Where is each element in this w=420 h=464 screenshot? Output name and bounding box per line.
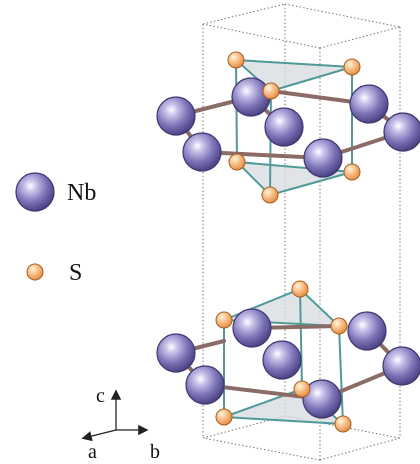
bottom-prism-edge	[338, 325, 344, 425]
s-atom	[330, 317, 348, 335]
axis-a-label: a	[88, 441, 97, 463]
cell-edge	[202, 437, 321, 461]
s-atom	[343, 163, 361, 181]
s-atom	[227, 51, 245, 69]
nb-atom	[264, 107, 304, 147]
axis-a-arrow	[81, 429, 117, 442]
cell-edge	[202, 3, 286, 25]
nb-atom	[231, 77, 271, 117]
top-prism-edge	[269, 171, 353, 196]
legend-s-icon	[26, 263, 44, 281]
bottom-prism-edge	[223, 416, 344, 425]
nb-atom	[302, 379, 342, 419]
nb-atom	[185, 365, 225, 405]
cell-edge	[319, 26, 401, 49]
nb-atom	[232, 308, 272, 348]
nb-atom	[382, 346, 420, 386]
top-prism-edge	[235, 59, 238, 163]
axis-b-label: b	[150, 441, 160, 463]
legend-s-label: S	[69, 260, 82, 286]
nb-atom	[303, 138, 343, 178]
bottom-layer-atoms	[156, 280, 420, 433]
axis-triad	[81, 389, 149, 442]
top-prism-edge	[269, 90, 272, 196]
nb-atom	[156, 96, 196, 136]
s-atom	[334, 415, 352, 433]
cell-edge	[319, 437, 401, 461]
nb-atom	[383, 112, 420, 152]
s-atom	[293, 380, 311, 398]
nb-atom	[347, 311, 387, 351]
s-atom	[261, 186, 279, 204]
cell-edge	[284, 3, 401, 28]
top-prism-edge	[270, 66, 353, 92]
s-atom	[291, 280, 309, 298]
s-atom	[215, 311, 233, 329]
legend-nb-icon	[15, 172, 55, 212]
top-prism-edge	[235, 59, 353, 68]
s-atom	[262, 82, 280, 100]
bottom-prism-edge	[299, 288, 340, 327]
nb-s-bond	[200, 150, 325, 160]
s-atom	[215, 408, 233, 426]
s-atom	[228, 153, 246, 171]
s-atom	[343, 58, 361, 76]
top-prism-face	[236, 60, 352, 91]
legend: Nb S	[15, 172, 96, 286]
nb-atom	[262, 340, 302, 380]
nb-atom	[156, 333, 196, 373]
bottom-prism-edge	[299, 288, 303, 390]
cell-edge	[202, 23, 321, 49]
legend-nb-label: Nb	[67, 180, 96, 206]
bottom-prism-edge	[223, 288, 301, 321]
nb-atom	[182, 132, 222, 172]
top-layer-atoms	[156, 51, 420, 204]
axis-c-label: c	[96, 385, 105, 407]
nb-atom	[349, 84, 389, 124]
